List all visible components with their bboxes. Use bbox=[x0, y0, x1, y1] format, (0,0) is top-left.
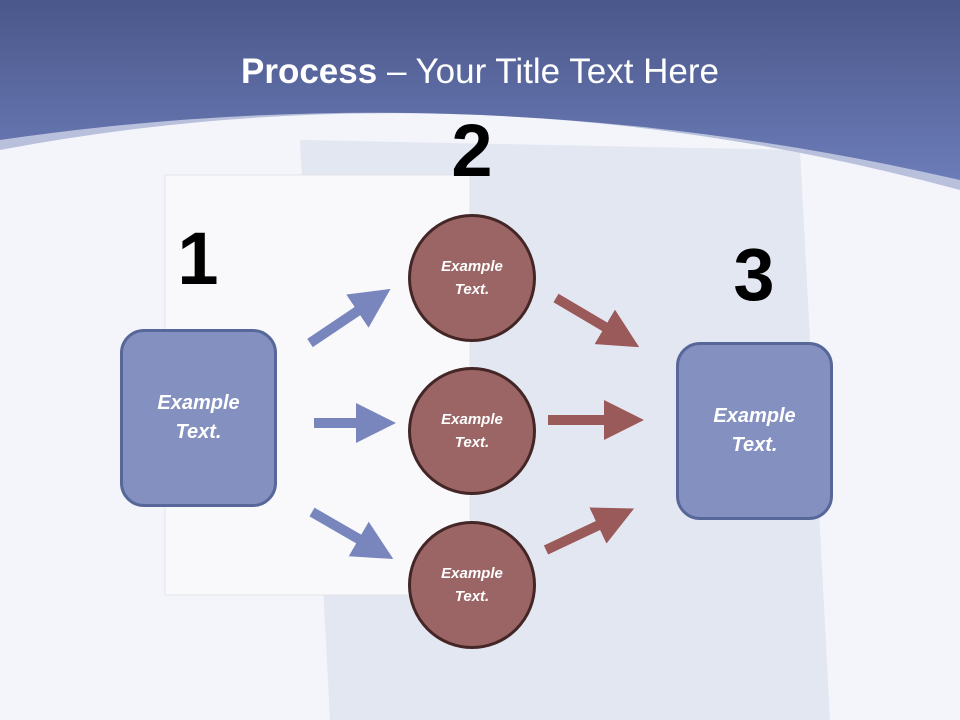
circle-text: Example Text. bbox=[441, 411, 503, 451]
step-2-circle-bottom: Example Text. bbox=[408, 521, 536, 649]
arrows-blue bbox=[307, 288, 396, 560]
step-2-circle-top: Example Text. bbox=[408, 214, 536, 342]
step-number-3: 3 bbox=[733, 233, 775, 316]
step-1-box: Example Text. bbox=[120, 329, 277, 507]
title-bold: Process bbox=[241, 52, 378, 91]
step-number-1: 1 bbox=[177, 217, 219, 300]
arrows-red bbox=[543, 293, 644, 555]
step-3-text: Example Text. bbox=[713, 405, 796, 456]
step-1-text: Example Text. bbox=[157, 392, 240, 443]
slide-title: Process – Your Title Text Here bbox=[0, 52, 960, 92]
step-3-box: Example Text. bbox=[676, 342, 833, 520]
arrow-down bbox=[309, 507, 394, 560]
circle-text: Example Text. bbox=[441, 565, 503, 605]
arrow-down-red bbox=[553, 293, 640, 348]
circle-text: Example Text. bbox=[441, 258, 503, 298]
title-rest: – Your Title Text Here bbox=[377, 52, 719, 91]
arrow-up-red bbox=[543, 507, 635, 555]
step-number-2: 2 bbox=[451, 109, 493, 192]
step-2-circle-middle: Example Text. bbox=[408, 367, 536, 495]
header-band bbox=[0, 0, 960, 180]
arrow-up bbox=[307, 288, 391, 348]
